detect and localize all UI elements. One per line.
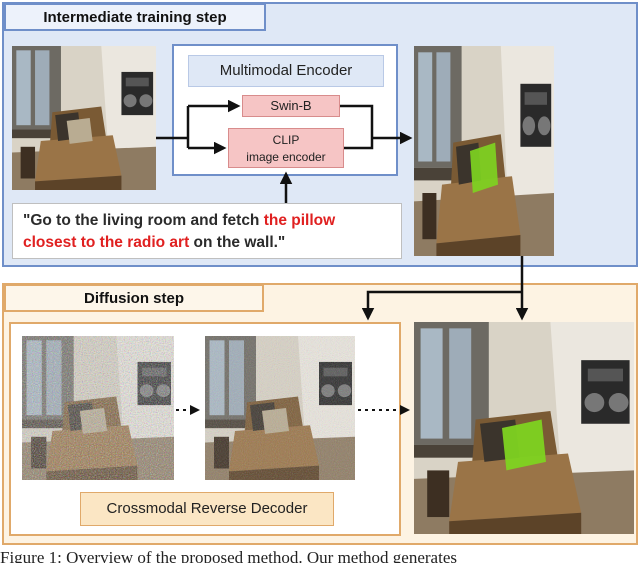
diffusion-step-title: Diffusion step	[4, 284, 264, 312]
clip-image-encoder-module: CLIP image encoder	[228, 128, 344, 168]
crossmodal-reverse-decoder-label: Crossmodal Reverse Decoder	[80, 492, 334, 526]
instruction-text: "Go to the living room and fetch the pil…	[12, 203, 402, 259]
instruction-part-1: "Go to the living room and fetch	[23, 212, 264, 229]
arrow-output-to-decoder	[361, 290, 522, 321]
denoised-output-image	[414, 322, 634, 534]
clip-label: CLIP	[272, 133, 300, 147]
arrow-merge	[340, 104, 374, 150]
noisy-mask-image-1	[22, 336, 174, 480]
segmentation-output-image	[414, 46, 554, 256]
input-rgb-image	[12, 46, 156, 190]
noisy-mask-image-2	[205, 336, 355, 480]
multimodal-encoder-title: Multimodal Encoder	[188, 55, 384, 87]
intermediate-training-title: Intermediate training step	[4, 3, 266, 31]
swin-b-module: Swin-B	[242, 95, 340, 117]
instruction-highlight: the pillow closest to the radio art	[23, 212, 336, 251]
clip-sublabel: image encoder	[246, 150, 326, 164]
figure-caption: Figure 1: Overview of the proposed metho…	[0, 548, 457, 563]
instruction-part-2: on the wall."	[189, 234, 286, 251]
